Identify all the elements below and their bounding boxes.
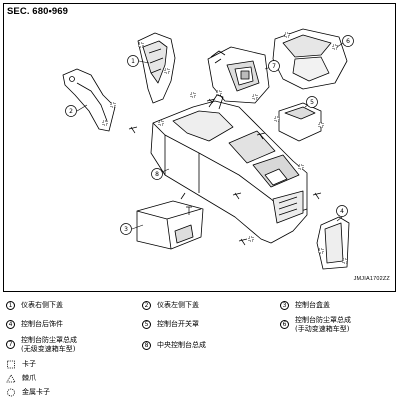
callout-4: 4: [336, 205, 348, 217]
parts-legend: 1 仪表右侧下盖 2 仪表左侧下盖 3 控制台盒盖 4 控制台后饰件 5 控制台…: [0, 292, 400, 402]
svg-text:1: 1: [131, 58, 135, 65]
legend-label: 控制台防尘罩总成 (无级变速箱车型): [21, 336, 77, 354]
legend-item-1: 1 仪表右侧下盖: [6, 301, 63, 310]
figure-code: JMJIA1702ZZ: [353, 276, 390, 282]
legend-item-4: 4 控制台后饰件: [6, 320, 63, 329]
svg-text:5: 5: [310, 99, 314, 106]
legend-label: 仪表右侧下盖: [21, 301, 63, 309]
legend-label: 中央控制台总成: [157, 341, 206, 349]
legend-label-line2: (手动变速箱车型): [295, 325, 350, 333]
legend-number: 1: [6, 301, 15, 310]
clip-symbol-icon: [7, 360, 15, 369]
legend-label: 控制台防尘罩总成 (手动变速箱车型): [295, 316, 351, 334]
part-8-center-console-assembly: [150, 92, 308, 244]
callout-2: 2: [65, 105, 77, 117]
legend-item-2: 2 仪表左侧下盖: [142, 301, 199, 310]
callout-5: 5: [306, 96, 318, 108]
callout-3: 3: [120, 223, 132, 235]
part-1-right-lower-cover: [137, 32, 176, 104]
svg-text:3: 3: [124, 226, 128, 233]
part-3-console-lid: [136, 192, 204, 250]
legend-item-6: 6 控制台防尘罩总成 (手动变速箱车型): [280, 316, 351, 334]
callout-7: 7: [268, 60, 280, 72]
svg-text:6: 6: [346, 38, 350, 45]
callout-1: 1: [127, 55, 139, 67]
legend-label: 棘爪: [22, 374, 36, 382]
part-7-console-boot-cvt: [207, 46, 270, 104]
callout-8: 8: [151, 168, 163, 180]
exploded-view-illustration: 1 2 3 4 5 6 7 8: [62, 28, 354, 270]
legend-number: 6: [280, 320, 289, 329]
legend-label-line1: 控制台防尘罩总成: [295, 316, 351, 324]
legend-item-5: 5 控制台开关罩: [142, 320, 199, 329]
svg-text:8: 8: [155, 171, 159, 178]
legend-symbol-metal-clip: 金属卡子: [6, 388, 50, 397]
legend-number: 8: [142, 341, 151, 350]
part-6-console-boot-mt: [272, 28, 348, 90]
svg-text:2: 2: [69, 108, 73, 115]
legend-label: 控制台开关罩: [157, 320, 199, 328]
legend-label-line1: 控制台防尘罩总成: [21, 336, 77, 344]
part-4-console-rear-finisher: [316, 216, 350, 270]
screws: [128, 98, 322, 246]
legend-label: 控制台后饰件: [21, 320, 63, 328]
part-5-console-switch-cover: [274, 102, 324, 142]
legend-number: 2: [142, 301, 151, 310]
legend-label: 卡子: [22, 360, 36, 368]
legend-item-3: 3 控制台盒盖: [280, 301, 330, 310]
svg-text:7: 7: [272, 63, 276, 70]
legend-number: 7: [6, 340, 15, 349]
metal-clip-symbol-icon: [7, 388, 15, 397]
legend-label: 仪表左侧下盖: [157, 301, 199, 309]
legend-label: 金属卡子: [22, 388, 50, 396]
legend-number: 5: [142, 320, 151, 329]
svg-text:4: 4: [340, 208, 344, 215]
legend-number: 3: [280, 301, 289, 310]
legend-item-8: 8 中央控制台总成: [142, 341, 206, 350]
part-2-left-lower-cover: [62, 68, 116, 132]
legend-symbol-pawl: 棘爪: [6, 374, 36, 383]
callout-6: 6: [342, 35, 354, 47]
legend-symbol-clip: 卡子: [6, 360, 36, 369]
legend-label: 控制台盒盖: [295, 301, 330, 309]
section-label: SEC. 680•969: [7, 6, 69, 17]
pawl-symbol-icon: [6, 374, 16, 383]
legend-number: 4: [6, 320, 15, 329]
legend-item-7: 7 控制台防尘罩总成 (无级变速箱车型): [6, 336, 77, 354]
legend-label-line2: (无级变速箱车型): [21, 345, 76, 353]
